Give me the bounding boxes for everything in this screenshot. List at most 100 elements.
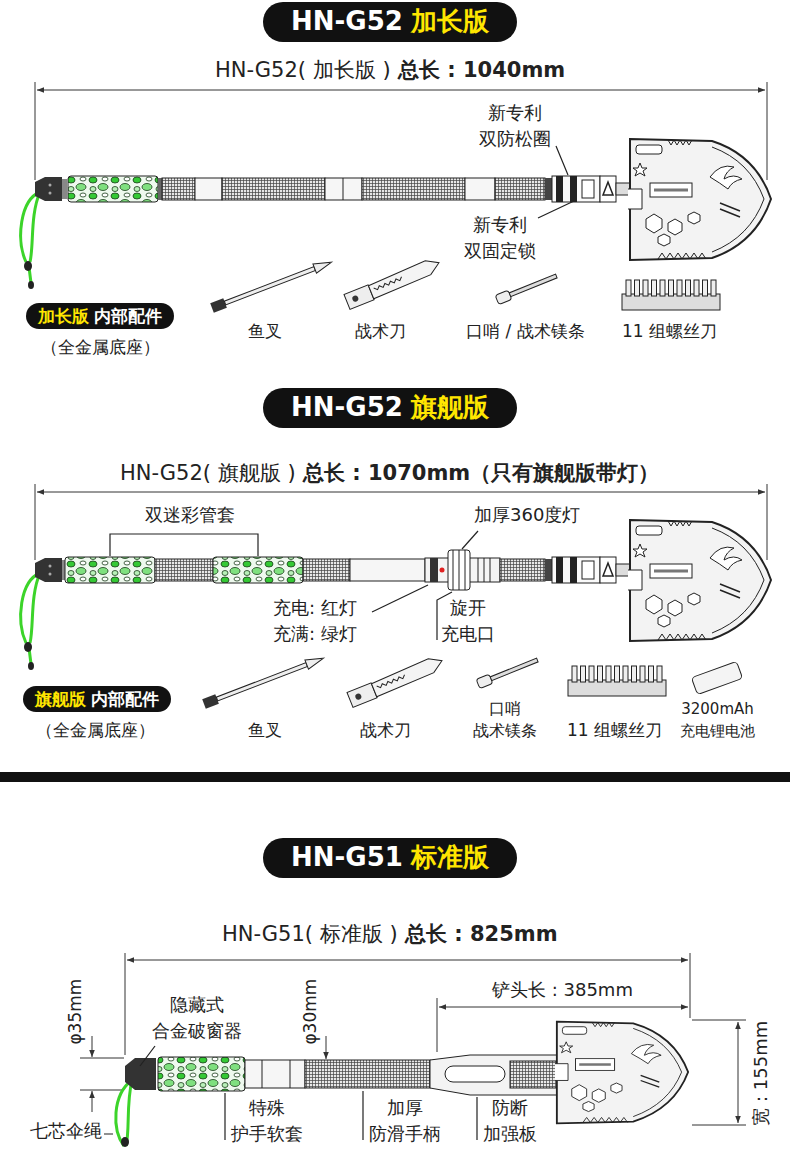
- flagship-shovel-part: [453, 550, 465, 590]
- heading-text: HN-G51: [291, 842, 403, 872]
- flagship-shovel-part: [303, 559, 350, 581]
- standard-shovel-part: [140, 1046, 155, 1066]
- heading-text: 旗舰版: [411, 392, 489, 422]
- section-heading: HN-G52旗舰版: [263, 388, 517, 428]
- standard-shovel-part: [430, 1055, 565, 1095]
- flagship-shovel-part: [21, 573, 40, 670]
- callout-text: 加厚360度灯: [474, 504, 580, 527]
- extended-shovel-part: [465, 178, 495, 200]
- dimension-text: HN-G52( 加长版 ): [215, 56, 391, 84]
- flagship-shovel-part: [37, 492, 765, 493]
- flagship-shovel-part: [440, 568, 445, 573]
- flagship-shovel-part: [110, 534, 258, 556]
- dimension-title: HN-G52( 旗舰版 )总长 : 1070mm（只有旗舰版带灯）: [120, 459, 659, 487]
- heading-text: 标准版: [411, 842, 489, 872]
- standard-shovel-part: [245, 1060, 305, 1088]
- flagship-shovel-part: [568, 666, 666, 696]
- extended-shovel-part: [158, 178, 162, 200]
- flagship-shovel-part: [476, 655, 539, 688]
- flagship-shovel-part: [155, 559, 213, 581]
- flagship-shovel-part: [347, 654, 446, 707]
- dimension-text: 铲头长 : 385mm: [492, 979, 633, 1002]
- extended-shovel-part: [495, 271, 558, 304]
- extended-shovel-part: [210, 257, 333, 312]
- standard-shovel-part: [437, 998, 438, 1052]
- dimension-text: HN-G52( 旗舰版 ): [120, 459, 296, 487]
- accessory-label: 口哨 / 战术镁条: [466, 321, 585, 342]
- section-heading: HN-G51 标准版: [263, 838, 517, 878]
- extended-shovel-part: [68, 176, 158, 202]
- flagship-shovel: [21, 484, 771, 709]
- heading-text: 加长版: [38, 306, 89, 326]
- flagship-shovel-part: [500, 559, 545, 581]
- standard-shovel-part: [121, 1137, 129, 1147]
- note-text: （全金属底座）: [41, 337, 160, 358]
- flagship-shovel-part: [202, 653, 325, 708]
- callout-text: 新专利 双固定锁: [464, 212, 536, 264]
- flagship-shovel-part: [462, 531, 478, 549]
- flagship-shovel-part: [65, 557, 155, 583]
- extended-shovel-part: [325, 178, 362, 200]
- dimension-title: HN-G51( 标准版 )总长 : 825mm: [222, 920, 558, 948]
- extended-shovel-part: [21, 192, 40, 289]
- standard-shovel-part: [125, 1058, 156, 1090]
- extended-shovel-part: [622, 280, 720, 310]
- flagship-shovel-part: [213, 557, 303, 583]
- callout-text: 隐藏式 合金破窗器: [152, 992, 242, 1044]
- flagship-shovel-part: [545, 520, 771, 641]
- flagship-shovel-part: [350, 559, 425, 581]
- note-text: （全金属底座）: [36, 720, 155, 741]
- standard-shovel-part: [127, 960, 688, 961]
- heading-text: 加长版: [411, 6, 489, 36]
- standard-shovel-part: [80, 1058, 124, 1090]
- callout-text: 七芯伞绳: [30, 1120, 102, 1143]
- standard-shovel-part: [305, 1060, 430, 1088]
- standard-shovel-part: [92, 1036, 93, 1057]
- dimension-text: HN-G51( 标准版 ): [222, 920, 398, 948]
- standard-shovel-part: [262, 1060, 290, 1088]
- accessory-label: 11 组螺丝刀: [567, 720, 662, 741]
- standard-shovel-part: [510, 1061, 560, 1088]
- callout-text: 双迷彩管套: [145, 504, 235, 527]
- separator-bar: [0, 772, 790, 782]
- accessory-label: 战术刀: [360, 720, 411, 741]
- callout-text: 加厚 防滑手柄: [369, 1095, 441, 1147]
- standard-shovel-part: [445, 1066, 505, 1082]
- callout-text: 新专利 双防松圈: [479, 100, 551, 152]
- extended-shovel-part: [222, 178, 325, 200]
- extended-shovel-part: [343, 178, 344, 200]
- accessory-label: 口哨 战术镁条: [473, 698, 537, 742]
- standard-shovel: [80, 953, 746, 1147]
- extended-shovel-part: [37, 90, 765, 91]
- accessory-label: 3200mAh 充电锂电池: [680, 698, 755, 742]
- dimension-title: HN-G52( 加长版 )总长 : 1040mm: [215, 56, 565, 84]
- extended-shovel-part: [538, 146, 574, 218]
- standard-shovel-part: [92, 1091, 93, 1112]
- flagship-shovel-part: [430, 558, 438, 582]
- extended-shovel-part: [35, 177, 67, 201]
- standard-shovel-part: [326, 1036, 327, 1059]
- heading-text: 内部配件: [94, 306, 162, 326]
- heading-text: 内部配件: [91, 689, 159, 709]
- accessory-badge: 加长版内部配件: [26, 303, 174, 329]
- dimension-text: 总长 : 1070mm（只有旗舰版带灯）: [303, 459, 659, 487]
- dimension-text: φ30mm: [300, 979, 321, 1045]
- extended-shovel-part: [195, 178, 222, 200]
- flagship-shovel-part: [372, 585, 428, 612]
- extended-shovel-part: [495, 178, 545, 200]
- callout-text: 防断 加强板: [483, 1095, 537, 1147]
- accessory-badge: 旗舰版内部配件: [23, 686, 171, 712]
- extended-shovel-part: [162, 178, 195, 200]
- extended-shovel: [21, 82, 771, 313]
- heading-text: 旗舰版: [35, 689, 86, 709]
- accessory-label: 鱼叉: [248, 720, 282, 741]
- accessory-label: 战术刀: [355, 321, 406, 342]
- callout-text: 特殊 护手软套: [231, 1095, 303, 1147]
- flagship-shovel-part: [478, 558, 490, 582]
- flagship-shovel-part: [691, 661, 742, 694]
- extended-shovel-part: [545, 139, 771, 260]
- standard-shovel-part: [738, 1022, 739, 1123]
